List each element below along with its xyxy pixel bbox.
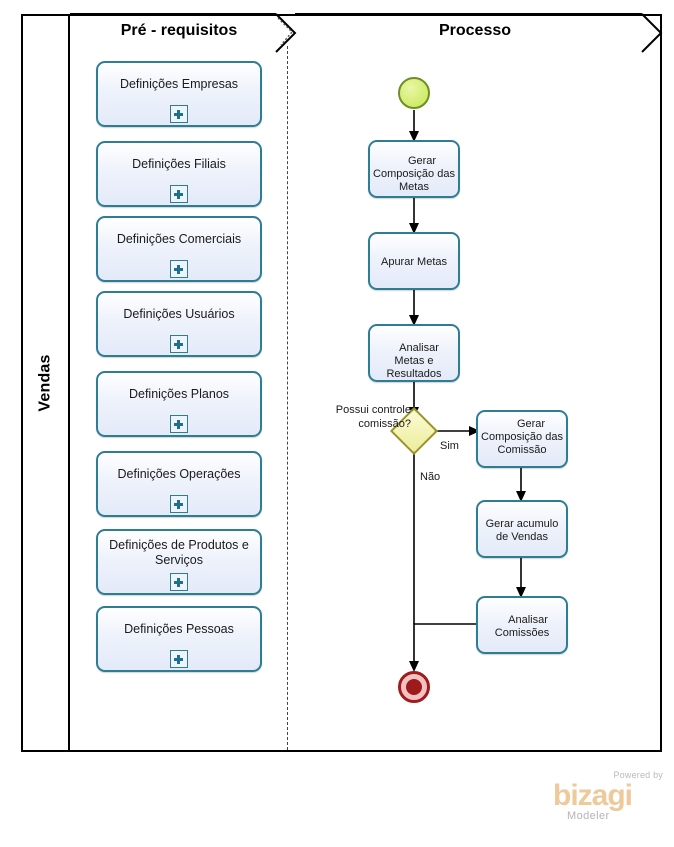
- start-event[interactable]: [398, 77, 430, 109]
- pool-label-column: [21, 14, 70, 752]
- subprocess-definicoes-pessoas[interactable]: Definições Pessoas: [96, 606, 262, 672]
- subprocess-label: Definições Comerciais: [116, 232, 242, 246]
- lane-title-prerequisitos: Pré - requisitos: [120, 22, 238, 39]
- subprocess-definicoes-planos[interactable]: Definições Planos: [96, 371, 262, 437]
- task-label: Gerar Composição das Metas: [373, 155, 455, 193]
- plus-icon[interactable]: [170, 650, 188, 668]
- plus-icon[interactable]: [170, 495, 188, 513]
- subprocess-label: Definições Usuários: [123, 307, 235, 321]
- task-label: Apurar Metas: [380, 256, 448, 268]
- plus-icon[interactable]: [170, 573, 188, 591]
- subprocess-definicoes-produtos-servicos[interactable]: Definições de Produtos e Serviços: [96, 529, 262, 595]
- subprocess-definicoes-filiais[interactable]: Definições Filiais: [96, 141, 262, 207]
- subprocess-label: Definições Operações: [117, 467, 241, 481]
- subprocess-label: Definições Planos: [128, 387, 230, 401]
- plus-icon[interactable]: [170, 185, 188, 203]
- pool-label-text: Vendas: [36, 354, 54, 412]
- task-analisar-comissoes[interactable]: Analisar Comissões: [476, 596, 568, 654]
- lane-divider-dashed: [287, 46, 288, 750]
- task-label: Gerar Composição das Comissão: [481, 418, 563, 456]
- lane-header-band: Pré - requisitos Processo: [70, 14, 662, 56]
- subprocess-definicoes-operacoes[interactable]: Definições Operações: [96, 451, 262, 517]
- task-label: Analisar Metas e Resultados: [386, 342, 442, 380]
- plus-icon[interactable]: [170, 105, 188, 123]
- plus-icon[interactable]: [170, 335, 188, 353]
- bizagi-logo: Powered by bizagi Modeler: [553, 770, 665, 828]
- powered-by-label: Powered by: [613, 770, 663, 780]
- task-analisar-metas-e-resultados[interactable]: Analisar Metas e Resultados: [368, 324, 460, 382]
- gateway-label: Possui controle comissão?: [335, 404, 411, 430]
- task-apurar-metas[interactable]: Apurar Metas: [368, 232, 460, 290]
- subprocess-label: Definições Empresas: [119, 77, 239, 91]
- subprocess-label: Definições Pessoas: [124, 622, 234, 636]
- task-label: Gerar acumulo de Vendas: [485, 518, 559, 543]
- task-gerar-composicao-das-metas[interactable]: Gerar Composição das Metas: [368, 140, 460, 198]
- task-gerar-composicao-das-comissao[interactable]: Gerar Composição das Comissão: [476, 410, 568, 468]
- subprocess-definicoes-usuarios[interactable]: Definições Usuários: [96, 291, 262, 357]
- bizagi-wordmark: bizagi: [553, 779, 633, 812]
- task-label: Analisar Comissões: [494, 614, 550, 639]
- plus-icon[interactable]: [170, 415, 188, 433]
- lane-title-processo: Processo: [438, 22, 512, 39]
- end-event[interactable]: [398, 671, 430, 703]
- plus-icon[interactable]: [170, 260, 188, 278]
- pool-label: Vendas: [21, 14, 70, 752]
- flow-label-nao: Não: [420, 471, 441, 483]
- task-gerar-acumulo-de-vendas[interactable]: Gerar acumulo de Vendas: [476, 500, 568, 558]
- subprocess-definicoes-comerciais[interactable]: Definições Comerciais: [96, 216, 262, 282]
- bizagi-product-label: Modeler: [567, 810, 610, 822]
- subprocess-label: Definições Filiais: [132, 157, 226, 171]
- subprocess-label: Definições de Produtos e Serviços: [109, 538, 249, 567]
- subprocess-definicoes-empresas[interactable]: Definições Empresas: [96, 61, 262, 127]
- flow-label-sim: Sim: [440, 440, 459, 452]
